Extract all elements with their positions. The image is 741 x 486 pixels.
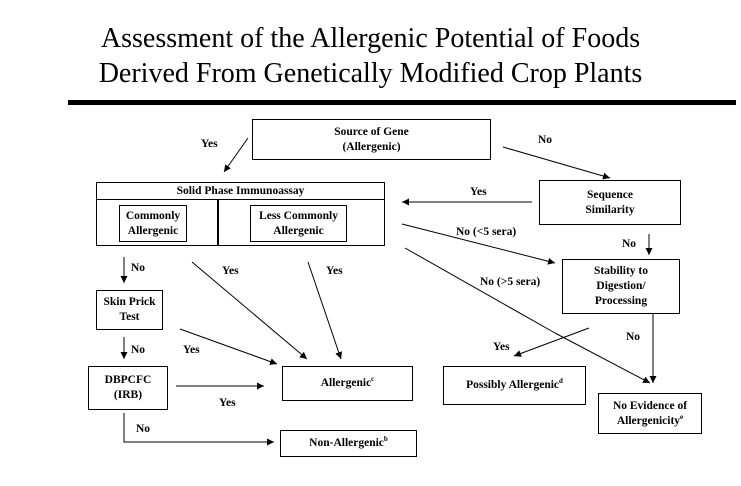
solid-phase-divider xyxy=(217,200,219,246)
label-stability-no: No xyxy=(626,331,641,343)
label-dbpcfc-yes: Yes xyxy=(219,397,236,409)
label-dbpcfc-no: No xyxy=(136,423,151,435)
label-gt5-sera: No (>5 sera) xyxy=(480,276,541,288)
node-non-allergenic: Non-Allergenicb xyxy=(280,430,417,457)
arrow-dbpcfc-no xyxy=(123,413,274,446)
label-less-common-yes: Yes xyxy=(326,265,343,277)
label-skin-yes: Yes xyxy=(183,344,200,356)
title-line-2: Derived From Genetically Modified Crop P… xyxy=(98,58,643,89)
arrow-less-common-yes xyxy=(307,261,343,360)
label-source-no: No xyxy=(538,134,553,146)
title-rule xyxy=(68,100,736,105)
node-dbpcfc: DBPCFC(IRB) xyxy=(88,366,168,410)
node-allergenic: Allergenicc xyxy=(282,366,413,401)
arrow-source-no xyxy=(502,146,611,180)
arrow-source-yes xyxy=(223,137,249,173)
label-lt5-sera: No (<5 sera) xyxy=(456,226,517,238)
label-common-yes: Yes xyxy=(222,265,239,277)
arrow-lt5-sera xyxy=(401,223,556,265)
solid-phase-header: Solid Phase Immunoassay xyxy=(97,183,384,200)
label-skin-no: No xyxy=(131,344,146,356)
arrow-common-yes xyxy=(191,261,308,360)
label-common-no: No xyxy=(131,262,146,274)
arrow-gt5-to-no-evidence xyxy=(554,332,651,384)
label-stability-yes: Yes xyxy=(493,341,510,353)
arrow-gt5-sera xyxy=(404,247,556,334)
label-source-yes: Yes xyxy=(201,138,218,150)
node-possibly-allergenic: Possibly Allergenicd xyxy=(443,366,586,405)
node-source-of-gene: Source of Gene(Allergenic) xyxy=(252,119,491,160)
title-line-1: Assessment of the Allergenic Potential o… xyxy=(100,23,641,54)
label-similarity-yes: Yes xyxy=(470,186,487,198)
arrow-stability-yes xyxy=(513,327,590,357)
arrow-skin-yes xyxy=(179,328,278,365)
label-similarity-no: No xyxy=(622,238,637,250)
